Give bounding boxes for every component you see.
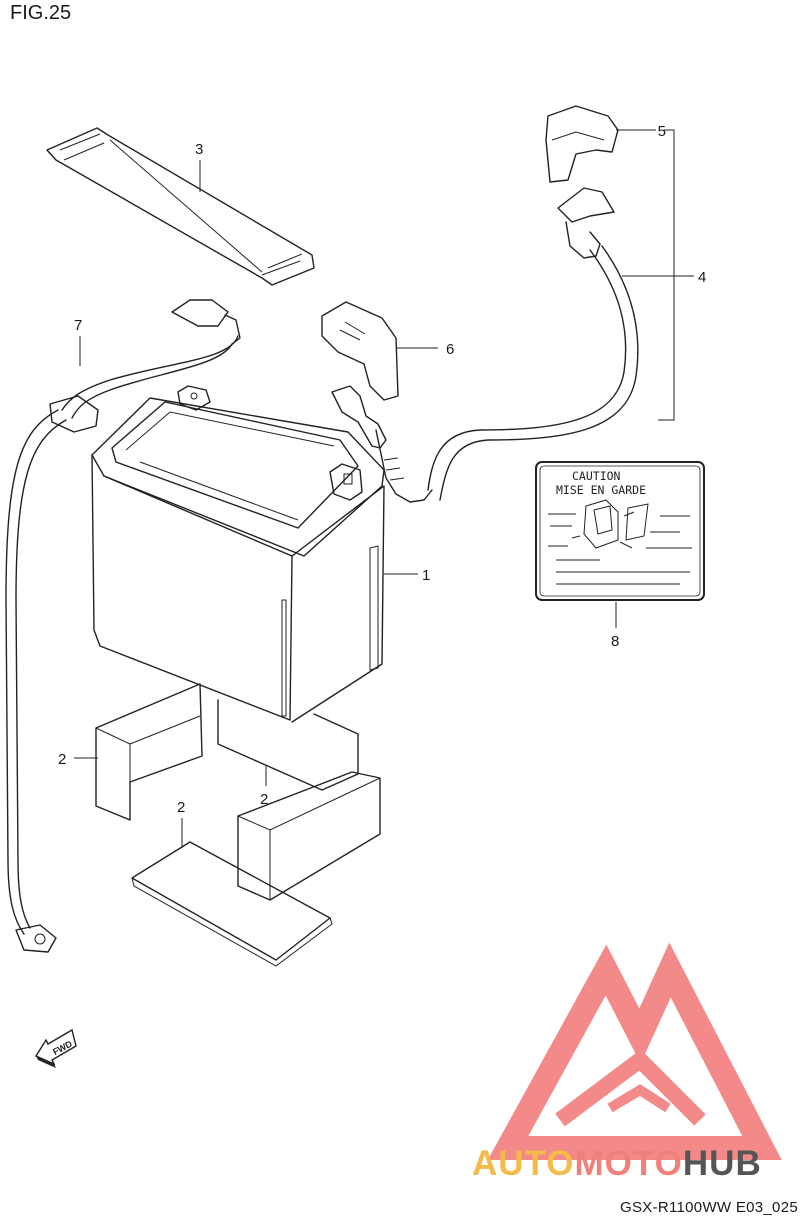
part-5-terminal-cover[interactable] bbox=[545, 105, 619, 183]
part-2-cushion-left[interactable] bbox=[95, 683, 203, 821]
callout-8: 8 bbox=[611, 633, 619, 650]
callout-2-left: 2 bbox=[58, 751, 66, 768]
watermark-auto: AUTO bbox=[472, 1144, 575, 1183]
part-1-battery[interactable] bbox=[91, 385, 385, 723]
caution-label-line1: CAUTION bbox=[572, 469, 621, 483]
watermark-hub: HUB bbox=[683, 1144, 762, 1183]
part-2-cushion-right[interactable] bbox=[217, 699, 381, 901]
part-2-bottom-pad[interactable] bbox=[131, 841, 333, 967]
fwd-arrow-icon: FWD bbox=[34, 1028, 77, 1068]
callout-7: 7 bbox=[74, 317, 82, 334]
callout-2-bottom: 2 bbox=[177, 799, 185, 816]
watermark-triangle-icon bbox=[487, 942, 782, 1160]
callout-6: 6 bbox=[446, 341, 454, 358]
part-4-positive-cable[interactable] bbox=[331, 187, 639, 503]
callout-1: 1 bbox=[422, 567, 430, 584]
figure-title: FIG.25 bbox=[10, 2, 72, 24]
watermark-logo bbox=[487, 942, 782, 1160]
part-3-battery-strap[interactable] bbox=[46, 127, 315, 286]
watermark-moto: MOTO bbox=[575, 1144, 683, 1183]
part-8-caution-label[interactable] bbox=[535, 461, 705, 601]
caution-label-line2: MISE EN GARDE bbox=[556, 483, 646, 497]
svg-text:AUTOMOTOHUB: AUTOMOTOHUB bbox=[472, 1144, 762, 1183]
callout-5: 5 bbox=[658, 123, 666, 140]
callout-2-right: 2 bbox=[260, 791, 268, 808]
part-6-terminal-cover[interactable] bbox=[321, 301, 399, 401]
part-7-negative-cable[interactable] bbox=[5, 299, 241, 953]
leader-lines bbox=[74, 129, 694, 848]
callout-3: 3 bbox=[195, 141, 203, 158]
figure-code: GSX-R1100WW E03_025 bbox=[619, 1199, 798, 1216]
callout-4: 4 bbox=[698, 269, 706, 286]
